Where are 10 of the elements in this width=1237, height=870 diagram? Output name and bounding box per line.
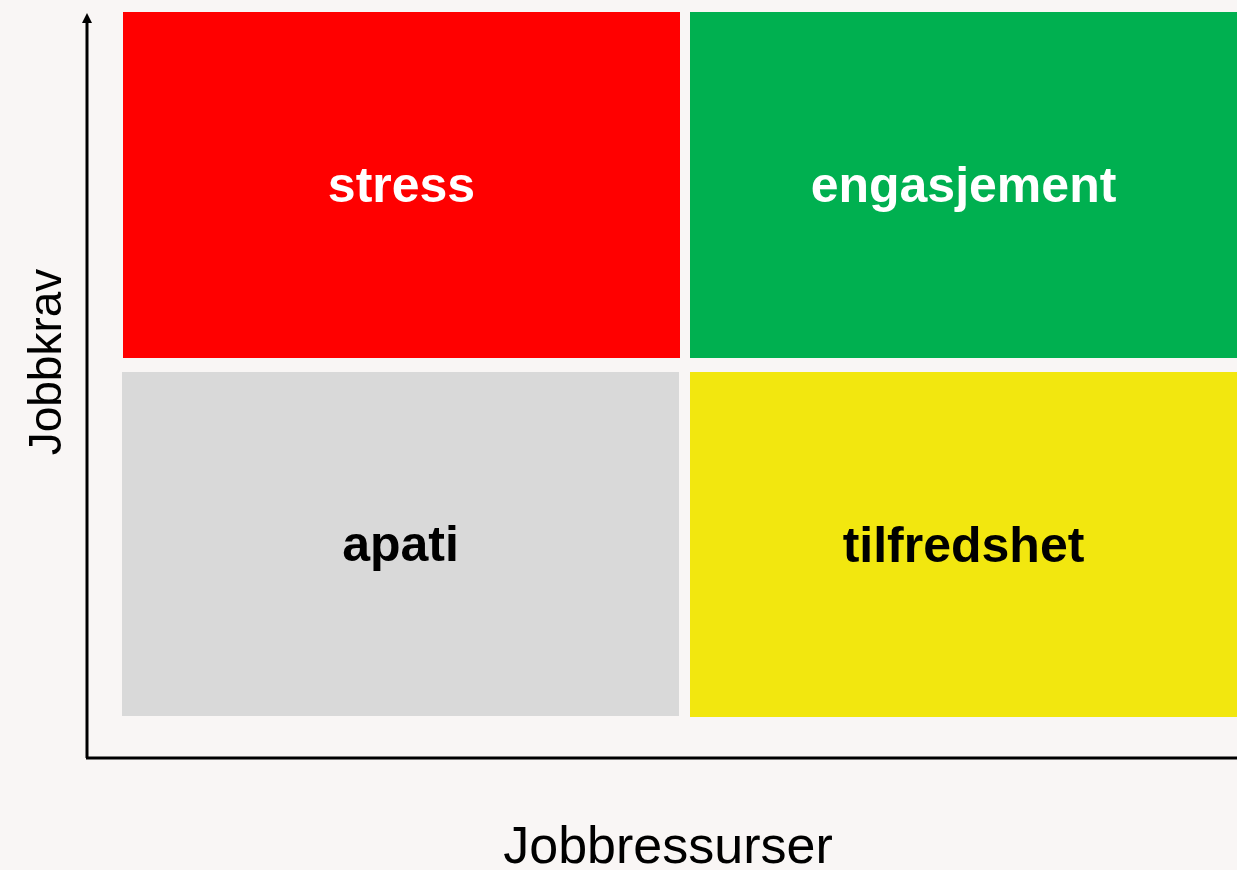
quadrant-box [690,12,1237,358]
quadrant-label: engasjement [810,156,1117,214]
quadrant-box [122,372,679,716]
quadrant-label: apati [342,515,459,573]
quadrant-label: tilfredshet [842,515,1085,574]
axis-title: Jobbressurser [503,815,833,870]
quadrant-label: stress [327,156,476,214]
axis-title: Jobbkrav [18,268,72,456]
quadrant-box [123,12,680,358]
quadrant-box [690,372,1237,717]
